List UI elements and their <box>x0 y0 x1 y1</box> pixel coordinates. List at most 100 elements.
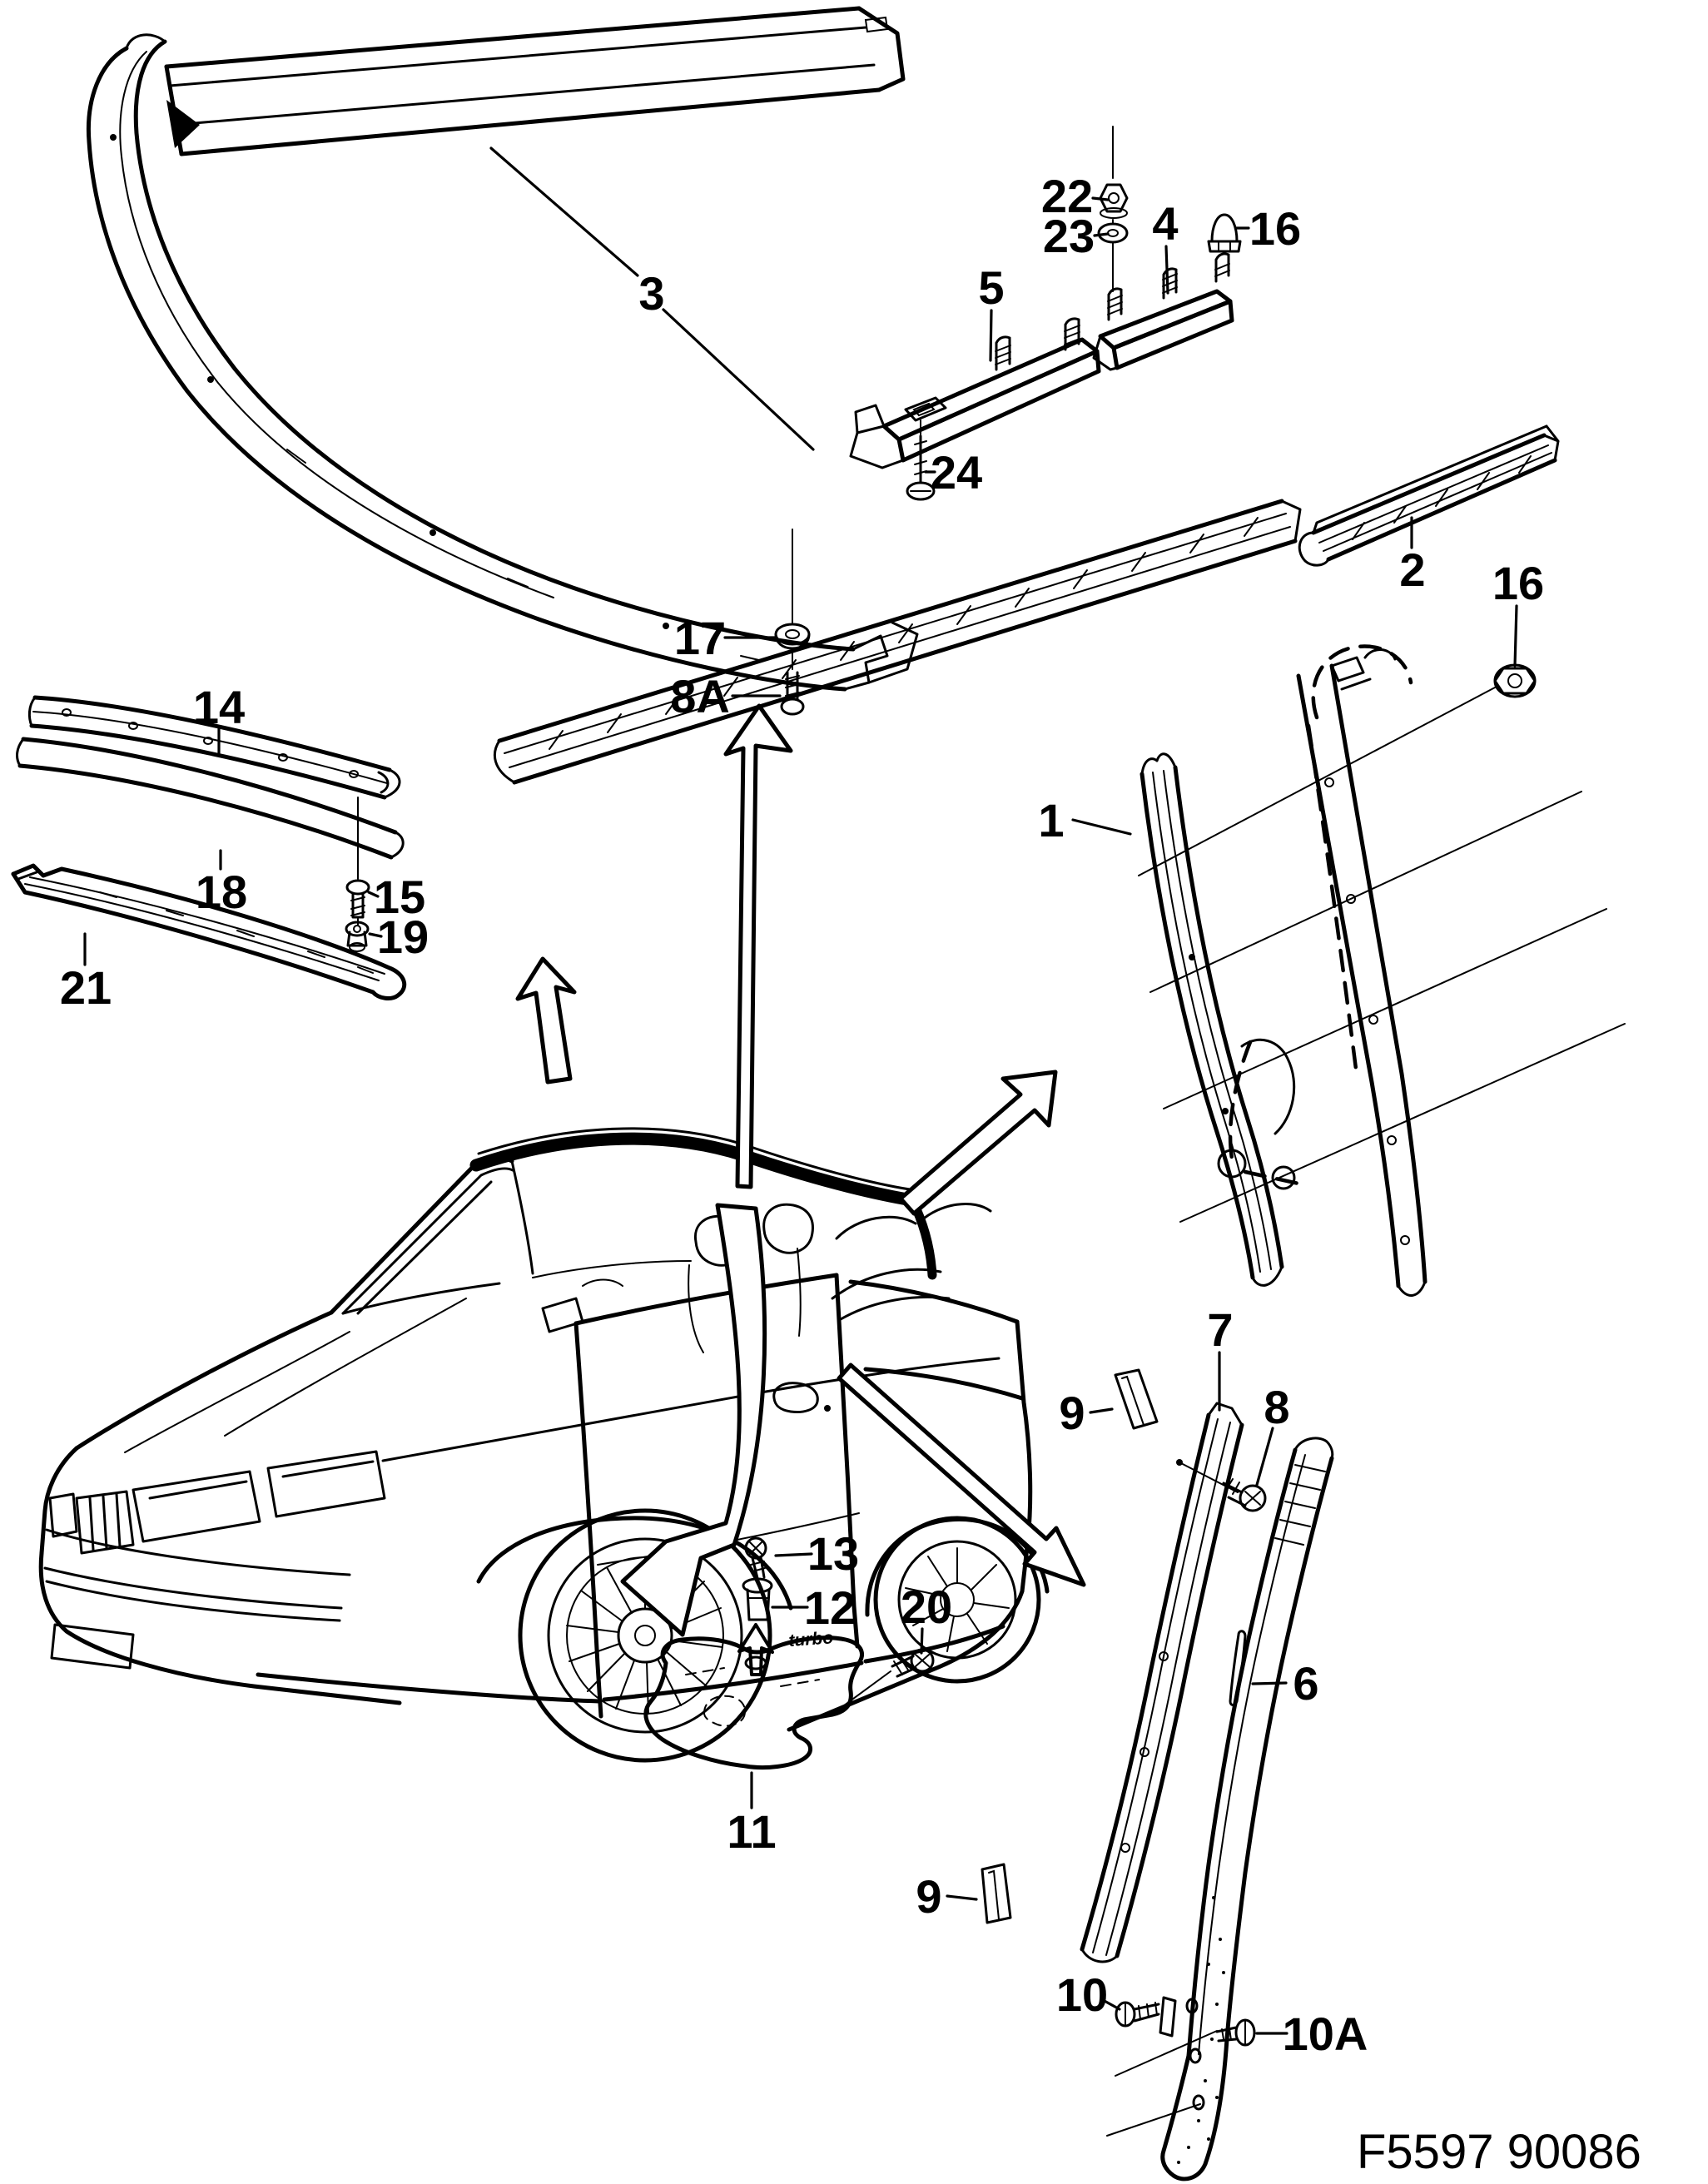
arrow-to-sill-strips <box>515 956 577 1085</box>
callout-leader-3 <box>489 146 639 277</box>
callout-5: 5 <box>978 261 1004 314</box>
callout-leader-20 <box>920 1627 924 1655</box>
part-17-grommet <box>774 529 811 650</box>
callout-8A: 8A <box>670 670 730 722</box>
car-door-rear-edge <box>834 1273 860 1649</box>
callout-16-top: 16 <box>1249 202 1301 255</box>
callout-16-right: 16 <box>1492 557 1544 609</box>
callout-leader-3 <box>662 308 815 451</box>
car-license-plate <box>50 1623 135 1670</box>
callout-leader-13 <box>774 1552 813 1557</box>
callout-leader-4 <box>1164 245 1169 295</box>
arrow-to-bracket-11 <box>620 1203 767 1637</box>
callout-19: 19 <box>377 911 429 963</box>
callout-17: 17 <box>674 612 726 664</box>
callout-10A: 10A <box>1283 2008 1368 2060</box>
part-24-screw <box>906 419 936 501</box>
callout-6: 6 <box>1293 1657 1318 1710</box>
callout-8: 8 <box>1264 1381 1289 1433</box>
part-8a-screw <box>780 650 805 716</box>
arrow-to-channel-1 <box>898 1070 1058 1216</box>
part-8-screw <box>1222 1478 1267 1512</box>
part-18-strip <box>16 737 405 860</box>
part-6-pillar-molding <box>1106 1437 1334 2182</box>
part-11-bracket <box>643 1636 864 1770</box>
callout-leader-9-lower <box>946 1894 978 1901</box>
rail-5-studs <box>995 317 1080 371</box>
part-16-cap-nut-top <box>1207 213 1242 253</box>
callout-leader-15 <box>367 891 380 898</box>
car-bumper <box>38 1551 402 1705</box>
part-22-nut <box>1099 126 1129 219</box>
callout-21: 21 <box>60 961 112 1014</box>
callout-24: 24 <box>931 446 982 499</box>
car-turn-signal <box>48 1492 78 1538</box>
callout-leader-19 <box>368 932 383 938</box>
window-regulator-dashed <box>1217 644 1413 1190</box>
direction-arrows <box>515 703 1086 1676</box>
callout-2: 2 <box>1399 544 1425 596</box>
callout-9-lower: 9 <box>916 1870 941 1923</box>
part-1-channel <box>1139 752 1284 1287</box>
part-9-pad-upper <box>1114 1368 1159 1430</box>
callout-4: 4 <box>1152 197 1178 250</box>
callout-leader-22 <box>1091 196 1110 201</box>
rail-4-studs <box>1107 252 1230 321</box>
callout-leader-1 <box>1071 818 1132 836</box>
callout-7: 7 <box>1207 1303 1233 1356</box>
callout-10: 10 <box>1056 1968 1108 2021</box>
part-10a-screw <box>1215 2018 1256 2047</box>
callout-leader-8 <box>1255 1427 1274 1487</box>
callout-12: 12 <box>804 1581 856 1634</box>
molding-right-hatching <box>1352 455 1532 540</box>
callout-9-upper: 9 <box>1059 1387 1085 1439</box>
part-12-sleeve <box>742 1577 773 1621</box>
arrow-to-pillar-trims <box>837 1363 1086 1587</box>
part-1-group <box>1138 644 1626 1297</box>
drawing-number: F5597 90086 <box>1357 2125 1641 2179</box>
callout-20: 20 <box>901 1581 952 1633</box>
part-15-screw <box>345 797 370 919</box>
part-2-molding-right <box>1298 424 1560 567</box>
part-10-screw <box>1115 1996 1177 2038</box>
car-front-wheel-arch <box>476 1516 793 1611</box>
car-headlight-right <box>266 1450 386 1518</box>
part-13-screw <box>744 1536 767 1580</box>
part-9-pad-lower <box>981 1863 1012 1924</box>
part-19-clip-nut <box>345 918 370 952</box>
car-nose <box>39 1446 79 1556</box>
molding-left-hatching <box>549 517 1259 750</box>
molding-6-stipple <box>1177 1896 1225 2164</box>
callout-leader-9-upper <box>1089 1407 1114 1414</box>
callout-15: 15 <box>374 871 425 923</box>
arrow-to-header-rails <box>723 703 793 1189</box>
part-4-header-rail <box>1092 252 1234 371</box>
part-2-molding-left <box>493 499 1302 785</box>
callout-18: 18 <box>196 866 247 918</box>
molding-6-hatching <box>1274 1464 1326 1546</box>
arrow-bracket-insert <box>737 1623 774 1676</box>
part-14-strip <box>27 695 401 800</box>
car-headlight-left <box>132 1470 261 1543</box>
part-21-sill-molding <box>11 863 407 1000</box>
part-3-windshield-frame-strip <box>86 6 919 692</box>
part-23-washer <box>1097 219 1129 292</box>
callout-1: 1 <box>1038 794 1064 846</box>
part-3-header-bar <box>164 6 906 156</box>
callout-11: 11 <box>727 1805 776 1858</box>
callout-leader-23 <box>1093 232 1110 237</box>
callout-leader-16-right <box>1513 604 1518 668</box>
part-7-pillar-trim <box>1080 1402 1244 1963</box>
rear-guide-rail <box>1296 663 1427 1297</box>
part-20-screw <box>840 1648 935 1709</box>
callout-14: 14 <box>193 681 245 733</box>
car-top-weatherstrip <box>469 1132 919 1207</box>
callout-leader-10 <box>1101 1998 1121 2011</box>
part-5-header-rail <box>849 317 1101 469</box>
callout-3: 3 <box>638 267 664 320</box>
callout-13: 13 <box>807 1527 859 1580</box>
car-hood-edge <box>74 1310 334 1451</box>
callout-23: 23 <box>1043 210 1095 262</box>
